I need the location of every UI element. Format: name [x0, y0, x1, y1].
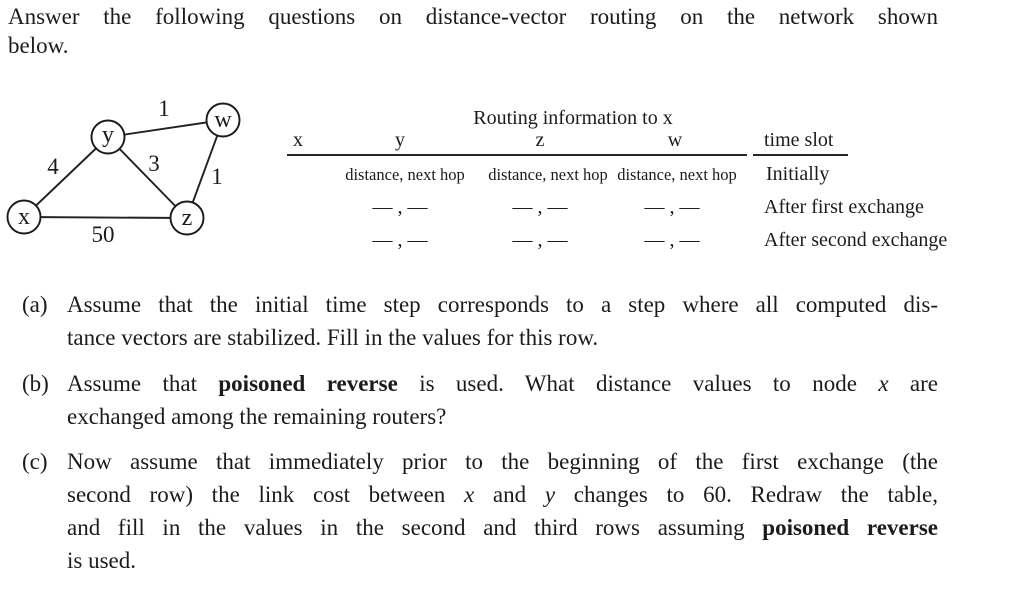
edge-y-w	[107, 119, 224, 138]
text-segment-italic: y	[544, 482, 556, 507]
text-segment: Now assume that immediately prior to the…	[67, 449, 938, 474]
node-y-label: y	[102, 122, 114, 148]
blank-cell-y-2: — , —	[372, 229, 428, 251]
node-x-label: x	[18, 204, 30, 230]
question-c-label: (c)	[22, 449, 48, 474]
col-header-z: z	[535, 129, 545, 151]
edge-cost-y-w: 1	[158, 96, 170, 121]
question-line: second row) the link cost between x and …	[67, 478, 938, 511]
node-z-label: z	[182, 205, 193, 231]
text-segment: second row) the link cost between	[67, 482, 465, 507]
question-line: Assume that the initial time step corres…	[67, 288, 938, 321]
question-line: tance vectors are stabilized. Fill in th…	[67, 321, 938, 354]
intro-paragraph: Answer the following questions on distan…	[8, 3, 938, 60]
blank-cell-w-1: — , —	[644, 196, 700, 218]
subheader-z: distance, next hop	[488, 165, 608, 184]
question-b: Assume that poisoned reverse is used. Wh…	[67, 367, 938, 433]
question-line: is used.	[67, 544, 938, 577]
question-c: Now assume that immediately prior to the…	[67, 445, 938, 577]
edge-y-z	[107, 136, 188, 219]
question-line: and fill in the values in the second and…	[67, 511, 938, 544]
text-segment: is used. What distance values to node	[397, 371, 879, 396]
node-z-circle	[169, 200, 205, 236]
subheader-y: distance, next hop	[345, 165, 465, 184]
edge-cost-x-y: 4	[47, 154, 59, 179]
node-y-circle	[90, 119, 126, 155]
text-segment-bold: poisoned reverse	[762, 515, 938, 540]
blank-cell-w-2: — , —	[644, 229, 700, 251]
node-w-label: w	[214, 107, 232, 133]
text-segment: and	[474, 482, 545, 507]
col-header-y: y	[395, 129, 405, 151]
text-segment: are	[888, 371, 939, 396]
text-segment: Assume that	[67, 371, 219, 396]
table-rule-timeslot	[753, 154, 848, 156]
text-segment: is used.	[67, 548, 136, 573]
row-label-initially: Initially	[766, 163, 830, 185]
text-segment-bold: poisoned reverse	[218, 371, 398, 396]
intro-line: below.	[8, 32, 69, 58]
edge-x-y	[23, 136, 109, 218]
diagram-nodes	[6, 102, 241, 236]
col-header-time-slot: time slot	[764, 129, 834, 151]
edge-cost-x-z: 50	[92, 222, 115, 247]
table-rule-main	[287, 154, 747, 156]
row-label-second-exchange: After second exchange	[764, 229, 948, 251]
edge-cost-y-z: 3	[148, 151, 160, 176]
subheader-w: distance, next hop	[617, 165, 737, 184]
text-segment: tance vectors are stabilized. Fill in th…	[67, 325, 599, 350]
col-header-w: w	[667, 129, 683, 151]
text-segment: and fill in the values in the second and…	[67, 515, 763, 540]
edge-x-z	[23, 216, 188, 219]
blank-cell-y-1: — , —	[372, 196, 428, 218]
routing-table-title: Routing information to x	[473, 107, 673, 129]
question-a-label: (a)	[22, 292, 48, 317]
col-header-x: x	[293, 129, 303, 151]
question-line: Now assume that immediately prior to the…	[67, 445, 938, 478]
row-label-first-exchange: After first exchange	[764, 196, 924, 218]
text-segment-italic: x	[464, 482, 475, 507]
question-a: Assume that the initial time step corres…	[67, 288, 938, 354]
blank-cell-z-2: — , —	[512, 229, 568, 251]
text-segment-italic: x	[878, 371, 889, 396]
blank-cell-z-1: — , —	[512, 196, 568, 218]
intro-line: Answer the following questions on distan…	[8, 4, 938, 29]
network-diagram: y w x z 1 4 3 1 50	[6, 96, 241, 247]
text-segment: Assume that the initial time step corres…	[67, 292, 938, 317]
question-b-label: (b)	[22, 371, 49, 396]
question-line: exchanged among the remaining routers?	[67, 400, 938, 433]
edge-cost-w-z: 1	[211, 164, 223, 189]
question-line: Assume that poisoned reverse is used. Wh…	[67, 367, 938, 400]
node-x-circle	[6, 199, 42, 235]
text-segment: exchanged among the remaining routers?	[67, 404, 447, 429]
text-segment: changes to 60. Redraw the table,	[555, 482, 938, 507]
node-w-circle	[205, 102, 241, 138]
